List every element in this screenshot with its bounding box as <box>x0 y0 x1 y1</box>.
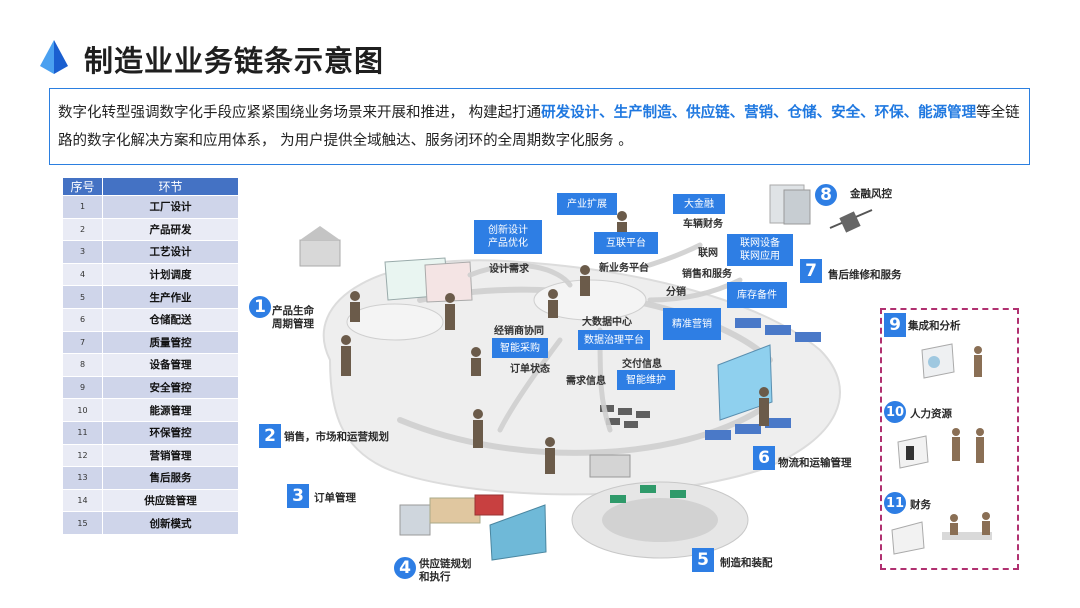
stage-3-label: 订单管理 <box>314 492 356 504</box>
row-stage-name: 工厂设计 <box>102 195 239 219</box>
row-number: 14 <box>62 488 103 513</box>
intro-text-part: 数字化转型强调数字化手段应紧紧围绕业务场景来开展和推进， 构建起打通 <box>58 105 542 121</box>
flow-demand-info: 需求信息 <box>566 376 606 387</box>
row-stage-name: 创新模式 <box>102 511 239 535</box>
stage-6-badge: 6 <box>753 446 775 470</box>
stage-10-badge: 10 <box>883 400 907 424</box>
stage-1-label: 产品生命 周期管理 <box>272 305 314 330</box>
flow-dealer-collab: 经销商协同 <box>494 326 544 337</box>
flow-order-status: 订单状态 <box>510 364 550 375</box>
flow-delivery-info: 交付信息 <box>622 359 662 370</box>
table-header-name: 环节 <box>102 177 239 196</box>
page-title: 制造业业务链条示意图 <box>84 44 385 78</box>
row-stage-name: 售后服务 <box>102 466 239 490</box>
table-header-num: 序号 <box>62 177 103 196</box>
row-number: 5 <box>62 285 103 309</box>
stage-5-badge: 5 <box>692 548 714 572</box>
row-stage-name: 计划调度 <box>102 262 239 287</box>
stage-7-badge: 7 <box>800 259 822 283</box>
side-panel-illustration <box>891 343 992 555</box>
stage-9-badge: 9 <box>884 313 906 337</box>
box-industry-expansion: 产业扩展 <box>557 193 617 215</box>
box-big-finance: 大金融 <box>673 194 725 214</box>
row-stage-name: 安全管控 <box>102 375 239 400</box>
intro-text-part: 等全链路的数字化解决方案和应用体系， 为用户提供全域触达、服务闭环的全周期数字化… <box>58 105 1020 149</box>
stage-7-label: 售后维修和服务 <box>828 269 902 281</box>
stage-9-label: 集成和分析 <box>908 320 961 332</box>
box-interconnect-platform: 互联平台 <box>594 232 658 254</box>
diamond-logo-icon <box>40 40 68 74</box>
stage-8-badge: 8 <box>814 183 838 207</box>
stage-4-label: 供应链规划 和执行 <box>419 558 472 583</box>
stage-8-label: 金融风控 <box>850 188 892 200</box>
flow-networking: 联网 <box>698 248 718 259</box>
row-number: 10 <box>62 398 103 422</box>
box-inventory-parts: 库存备件 <box>727 282 787 308</box>
row-stage-name: 质量管控 <box>102 330 239 355</box>
row-stage-name: 供应链管理 <box>102 488 239 513</box>
row-stage-name: 工艺设计 <box>102 240 239 264</box>
row-stage-name: 产品研发 <box>102 217 239 242</box>
intro-highlight: 研发设计、生产制造、供应链、营销、仓储、安全、环保、能源管理 <box>541 105 977 121</box>
row-number: 6 <box>62 307 103 332</box>
flow-new-business-platform: 新业务平台 <box>599 263 649 274</box>
row-stage-name: 设备管理 <box>102 353 239 377</box>
box-precision-marketing: 精准营销 <box>663 308 721 340</box>
box-smart-maintenance: 智能维护 <box>617 370 675 390</box>
row-stage-name: 能源管理 <box>102 398 239 422</box>
stage-3-badge: 3 <box>287 484 309 508</box>
stage-4-badge: 4 <box>393 556 417 580</box>
row-number: 2 <box>62 217 103 242</box>
box-networked-devices-line: 联网设备 联网应用 <box>740 238 780 262</box>
box-smart-purchasing: 智能采购 <box>492 338 548 358</box>
stage-6-label: 物流和运输管理 <box>778 457 852 469</box>
intro-text-box: 数字化转型强调数字化手段应紧紧围绕业务场景来开展和推进， 构建起打通研发设计、生… <box>49 88 1030 165</box>
box-innovative-design-line: 创新设计 产品优化 <box>488 225 528 249</box>
stage-10-label: 人力资源 <box>910 408 952 420</box>
flow-distribution: 分销 <box>666 287 686 298</box>
integration-panel <box>880 308 1019 570</box>
flow-sales-service: 销售和服务 <box>682 269 732 280</box>
box-data-governance: 数据治理平台 <box>578 330 650 350</box>
flow-design-demand: 设计需求 <box>489 264 529 275</box>
stage-5-label: 制造和装配 <box>720 557 773 569</box>
stage-2-label: 销售，市场和运营规划 <box>284 431 389 443</box>
row-number: 4 <box>62 262 103 287</box>
stage-11-label: 财务 <box>910 499 931 511</box>
flow-big-data-center: 大数据中心 <box>582 317 632 328</box>
row-number: 15 <box>62 511 103 535</box>
box-innovative-design: 创新设计 产品优化 <box>474 220 542 254</box>
stage-11-badge: 11 <box>883 491 907 515</box>
box-networked-devices: 联网设备 联网应用 <box>727 234 793 266</box>
flow-vehicle-finance: 车辆财务 <box>683 219 723 230</box>
row-number: 3 <box>62 240 103 264</box>
stage-2-badge: 2 <box>259 424 281 448</box>
row-number: 7 <box>62 330 103 355</box>
stage-1-badge: 1 <box>248 295 272 319</box>
